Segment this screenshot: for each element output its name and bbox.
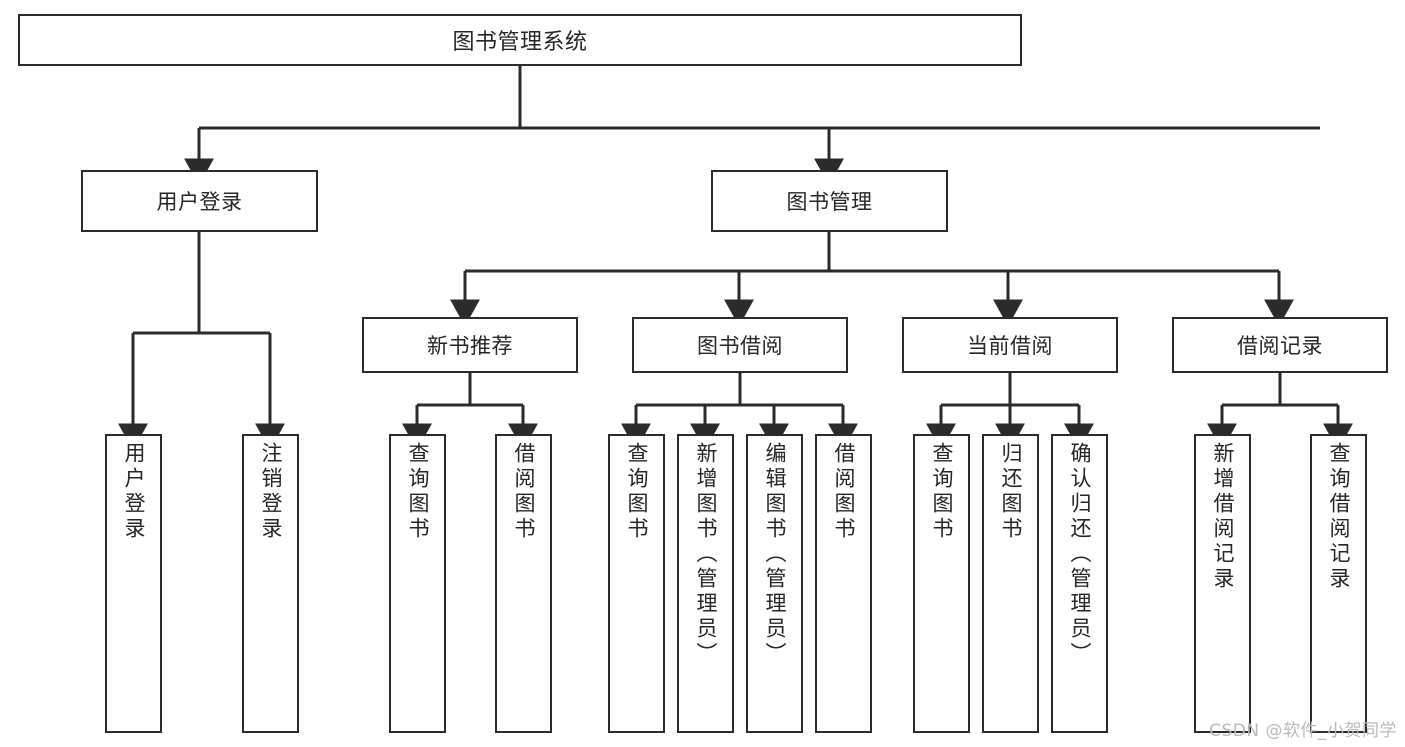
leaf-borrow-query-book[interactable]: 查询图书 <box>608 434 665 733</box>
leaf-current-query-book[interactable]: 查询图书 <box>913 434 970 733</box>
node-book-borrow-label: 图书借阅 <box>697 334 783 358</box>
node-current-borrow-label: 当前借阅 <box>967 334 1053 358</box>
leaf-records-query-record-label: 查询借阅记录 <box>1327 442 1351 592</box>
node-root[interactable]: 图书管理系统 <box>18 14 1022 66</box>
node-user-login-label: 用户登录 <box>156 190 243 214</box>
leaf-records-add-record[interactable]: 新增借阅记录 <box>1194 434 1251 733</box>
node-book-borrow[interactable]: 图书借阅 <box>632 317 848 373</box>
leaf-current-return-book[interactable]: 归还图书 <box>982 434 1039 733</box>
leaf-new-book-query-label: 查询图书 <box>406 442 430 542</box>
leaf-borrow-edit-book-label: 编辑图书（管理员） <box>763 442 787 667</box>
watermark: CSDN @软件_小贺同学 <box>1209 721 1397 741</box>
leaf-user-login-login[interactable]: 用户登录 <box>105 434 162 733</box>
leaf-borrow-add-book-label: 新增图书（管理员） <box>694 442 718 667</box>
node-borrow-records-label: 借阅记录 <box>1237 334 1323 358</box>
node-root-label: 图书管理系统 <box>452 30 588 55</box>
node-borrow-records[interactable]: 借阅记录 <box>1172 317 1388 373</box>
node-current-borrow[interactable]: 当前借阅 <box>902 317 1118 373</box>
leaf-user-login-logout-label: 注销登录 <box>259 442 283 542</box>
leaf-records-add-record-label: 新增借阅记录 <box>1211 442 1235 592</box>
leaf-borrow-borrow-book-label: 借阅图书 <box>832 442 856 542</box>
leaf-new-book-query[interactable]: 查询图书 <box>389 434 446 733</box>
node-user-login[interactable]: 用户登录 <box>81 170 318 232</box>
leaf-records-query-record[interactable]: 查询借阅记录 <box>1310 434 1367 733</box>
leaf-current-return-book-label: 归还图书 <box>999 442 1023 542</box>
leaf-user-login-logout[interactable]: 注销登录 <box>242 434 299 733</box>
leaf-borrow-edit-book[interactable]: 编辑图书（管理员） <box>746 434 803 733</box>
node-book-management[interactable]: 图书管理 <box>711 170 948 232</box>
leaf-current-confirm-return-label: 确认归还（管理员） <box>1068 442 1092 667</box>
node-new-book-recommend-label: 新书推荐 <box>427 334 513 358</box>
leaf-borrow-borrow-book[interactable]: 借阅图书 <box>815 434 872 733</box>
node-book-management-label: 图书管理 <box>786 190 873 214</box>
leaf-new-book-borrow[interactable]: 借阅图书 <box>495 434 552 733</box>
leaf-current-query-book-label: 查询图书 <box>930 442 954 542</box>
leaf-user-login-login-label: 用户登录 <box>122 442 146 542</box>
leaf-borrow-add-book[interactable]: 新增图书（管理员） <box>677 434 734 733</box>
leaf-borrow-query-book-label: 查询图书 <box>625 442 649 542</box>
leaf-new-book-borrow-label: 借阅图书 <box>512 442 536 542</box>
node-new-book-recommend[interactable]: 新书推荐 <box>362 317 578 373</box>
leaf-current-confirm-return[interactable]: 确认归还（管理员） <box>1051 434 1108 733</box>
